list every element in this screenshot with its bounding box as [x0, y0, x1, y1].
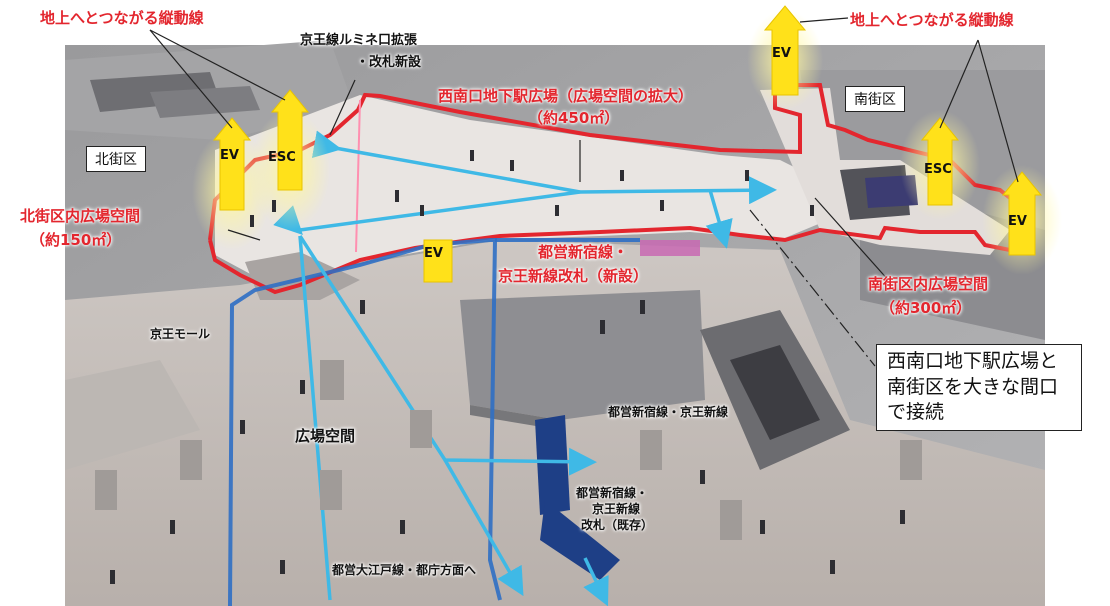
label-oedo-direction: 都営大江戸線・都庁方面へ: [332, 563, 477, 577]
label-south-plaza: 南街区内広場空間: [868, 275, 989, 293]
label-keio-lumine: 京王線ルミネ口拡張: [300, 33, 418, 48]
pedestrians: [110, 150, 905, 584]
label-toei-keio-gate-2: 京王新線改札（新設）: [498, 267, 649, 285]
label-west-south-area: （約450㎡）: [528, 109, 620, 127]
label-toei-keio-gate-1: 都営新宿線・: [538, 243, 629, 261]
callout-connection: 西南口地下駅広場と南街区を大きな間口で接続: [876, 344, 1082, 431]
label-west-south-plaza: 西南口地下駅広場（広場空間の拡大）: [438, 87, 694, 105]
label-plaza-space: 広場空間: [295, 427, 356, 445]
ev-marker-top-right: EV: [772, 46, 791, 61]
label-toei-keio-lines: 都営新宿線・京王新線: [608, 405, 729, 419]
label-north-block: 北街区: [86, 146, 146, 172]
label-south-block: 南街区: [845, 86, 905, 112]
esc-marker-north: ESC: [268, 150, 296, 165]
label-keio-gate-new: ・改札新設: [356, 55, 422, 70]
concourse-floor: [215, 95, 840, 290]
label-north-plaza: 北街区内広場空間: [20, 207, 141, 225]
leader-lines: [149, 17, 1019, 367]
ev-marker-center: EV: [424, 246, 443, 261]
label-vertical-right: 地上へとつながる縦動線: [850, 11, 1014, 29]
esc-marker-south: ESC: [924, 162, 952, 177]
passenger-routes: [273, 130, 777, 606]
label-south-area: （約300㎡）: [880, 299, 972, 317]
label-existing-gate-2: 京王新線: [592, 502, 641, 516]
label-keio-mall: 京王モール: [150, 327, 211, 341]
label-existing-gate-1: 都営新宿線・: [576, 486, 649, 500]
label-existing-gate-3: 改札（既存）: [581, 518, 654, 532]
label-vertical-left: 地上へとつながる縦動線: [40, 9, 204, 27]
label-north-area: （約150㎡）: [30, 231, 122, 249]
ev-marker-south: EV: [1008, 214, 1027, 229]
ev-marker-north-1: EV: [220, 148, 239, 163]
